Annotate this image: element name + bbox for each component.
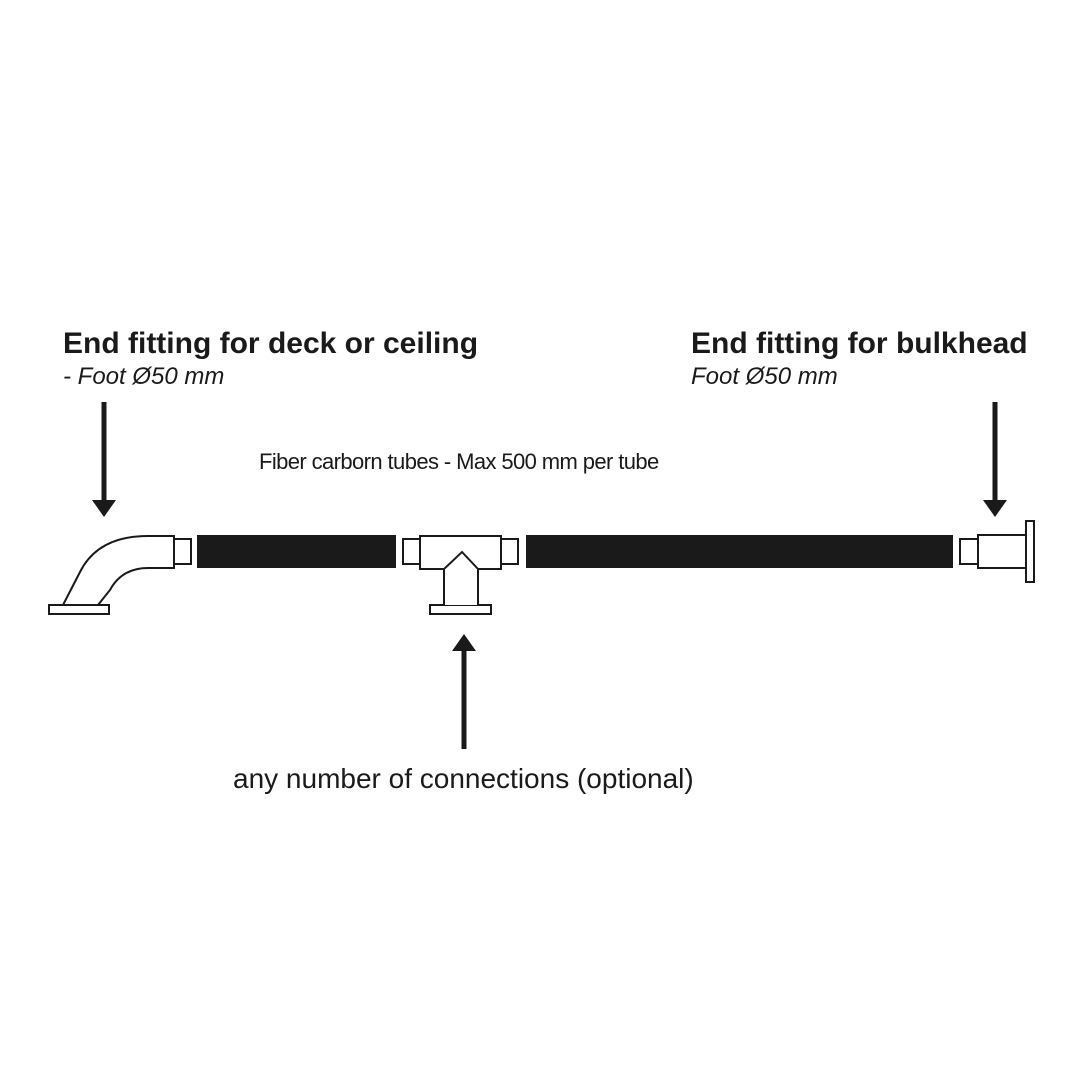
t-connector — [402, 535, 519, 615]
connections-label: any number of connections (optional) — [233, 763, 694, 794]
arrow-down-left — [92, 402, 116, 517]
elbow-end-fitting — [48, 535, 192, 615]
left-fitting-subtitle: - Foot Ø50 mm — [63, 363, 225, 390]
bulkhead-end-fitting — [959, 520, 1035, 583]
arrow-up-connector — [452, 634, 476, 749]
left-fitting-title: End fitting for deck or ceiling — [63, 327, 479, 360]
tubes-label: Fiber carborn tubes - Max 500 mm per tub… — [259, 449, 659, 474]
right-fitting-subtitle: Foot Ø50 mm — [691, 363, 838, 390]
arrow-down-right — [983, 402, 1007, 517]
right-fitting-title: End fitting for bulkhead — [691, 327, 1028, 360]
carbon-tube-2 — [526, 535, 953, 568]
carbon-tube-1 — [197, 535, 396, 568]
